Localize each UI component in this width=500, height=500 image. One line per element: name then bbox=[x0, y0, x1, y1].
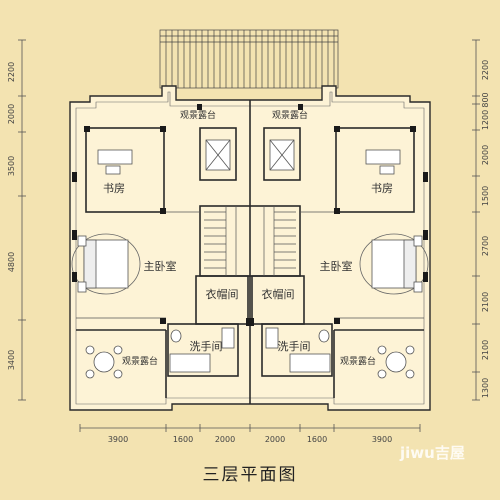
dim-right-8: 2100 bbox=[481, 340, 490, 360]
dim-left-5: 3400 bbox=[7, 350, 16, 370]
dim-bottom-5: 1600 bbox=[307, 435, 327, 444]
label-closet-left: 衣帽间 bbox=[206, 287, 239, 301]
dim-right-3: 1200 bbox=[481, 110, 490, 130]
label-bath-left: 洗手间 bbox=[190, 339, 223, 353]
watermark-logo: jiwu吉屋 bbox=[400, 444, 465, 462]
dim-right-4: 2000 bbox=[481, 145, 490, 165]
dim-left-1: 2200 bbox=[7, 62, 16, 82]
dim-bottom-3: 2000 bbox=[215, 435, 235, 444]
dim-left-2: 2000 bbox=[7, 104, 16, 124]
label-study-left: 书房 bbox=[103, 182, 125, 195]
label-balcony-top-right: 观景露台 bbox=[272, 109, 308, 121]
stairs bbox=[204, 206, 296, 276]
label-balcony-bottom-right: 观景露台 bbox=[340, 355, 376, 367]
label-master-right: 主卧室 bbox=[320, 259, 353, 273]
study-desk-left bbox=[97, 149, 133, 175]
elevator-right bbox=[269, 139, 295, 171]
bath-fixtures-right bbox=[265, 327, 331, 373]
label-master-left: 主卧室 bbox=[144, 259, 177, 273]
dim-left-4: 4800 bbox=[7, 252, 16, 272]
room-labels: 观景露台 观景露台 书房 书房 主卧室 主卧室 衣帽间 衣帽间 洗手间 洗手间 … bbox=[103, 109, 393, 367]
elevator-left bbox=[205, 139, 231, 171]
bath-fixtures-left bbox=[169, 327, 235, 373]
dim-bottom-1: 3900 bbox=[108, 435, 128, 444]
dim-right-6: 2700 bbox=[481, 236, 490, 256]
label-balcony-bottom-left: 观景露台 bbox=[122, 355, 158, 367]
dim-right-5: 1500 bbox=[481, 186, 490, 206]
structural-columns bbox=[72, 104, 428, 326]
dim-bottom-6: 3900 bbox=[372, 435, 392, 444]
plan-title: 三层平面图 bbox=[202, 465, 298, 485]
dim-left-3: 3500 bbox=[7, 156, 16, 176]
master-bed-left bbox=[71, 233, 141, 295]
dim-right-1: 2200 bbox=[481, 60, 490, 80]
right-dimension-labels: 2200 800 1200 2000 1500 2700 2100 2100 1… bbox=[481, 60, 490, 398]
balcony-table-right bbox=[377, 345, 415, 379]
balcony-table-left bbox=[85, 345, 123, 379]
study-desk-right bbox=[365, 149, 401, 175]
roof-pergola bbox=[159, 29, 339, 89]
left-dimension-labels: 2200 2000 3500 4800 3400 bbox=[7, 62, 16, 370]
label-closet-right: 衣帽间 bbox=[262, 287, 295, 301]
dim-right-2: 800 bbox=[481, 92, 490, 107]
dim-right-9: 1300 bbox=[481, 378, 490, 398]
dim-bottom-2: 1600 bbox=[173, 435, 193, 444]
dimension-lines bbox=[18, 39, 480, 432]
label-bath-right: 洗手间 bbox=[278, 339, 311, 353]
dim-bottom-4: 2000 bbox=[265, 435, 285, 444]
bottom-dimension-labels: 3900 1600 2000 2000 1600 3900 bbox=[108, 435, 392, 444]
master-bed-right bbox=[359, 233, 429, 295]
interior-walls bbox=[76, 100, 424, 404]
label-balcony-top-left: 观景露台 bbox=[180, 109, 216, 121]
dim-right-7: 2100 bbox=[481, 292, 490, 312]
label-study-right: 书房 bbox=[371, 182, 393, 195]
